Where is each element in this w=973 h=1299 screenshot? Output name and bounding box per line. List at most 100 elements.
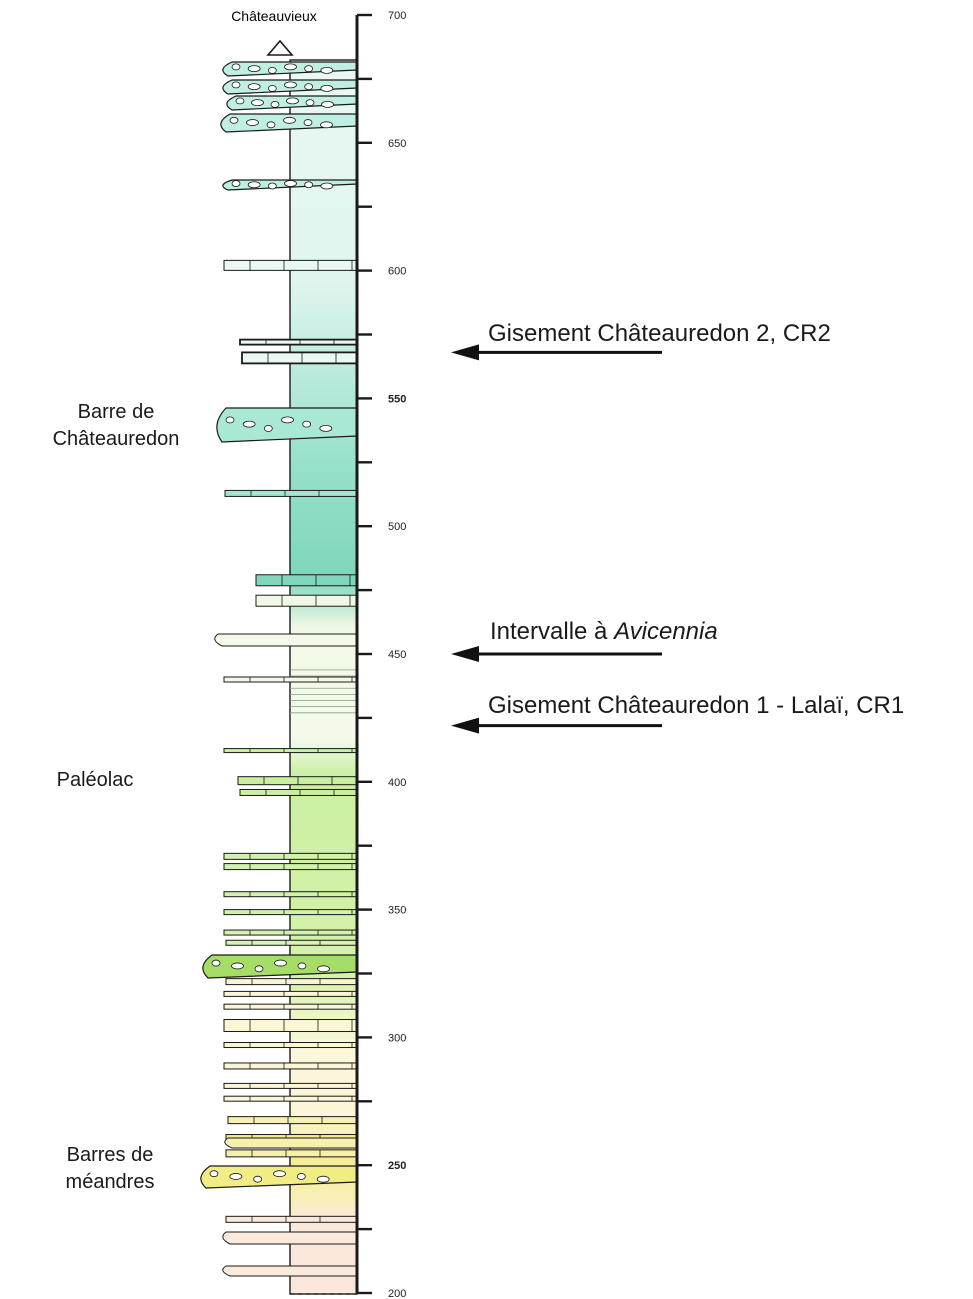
- cross-bedded-lens: [222, 1231, 358, 1245]
- bed-layer: [223, 852, 358, 860]
- pebble: [303, 119, 313, 126]
- pebble: [286, 97, 299, 105]
- pebble: [246, 119, 259, 126]
- scale-tick-label: 700: [388, 10, 406, 22]
- pebble: [316, 1175, 330, 1183]
- pebble: [320, 182, 334, 190]
- bed-layer: [239, 788, 358, 796]
- level-arrows: [451, 344, 662, 734]
- pebble: [284, 180, 297, 187]
- pebble: [284, 81, 297, 89]
- bed-layer: [223, 1019, 358, 1033]
- pebble: [304, 65, 314, 73]
- pebble: [266, 121, 276, 129]
- pebble: [270, 101, 280, 108]
- bed-layer: [225, 1149, 358, 1158]
- pebble: [209, 1170, 219, 1178]
- pebble: [321, 101, 334, 108]
- pebble: [231, 63, 241, 71]
- bed-layer: [225, 939, 358, 946]
- arrow-left-icon: [451, 717, 479, 734]
- pebble: [304, 181, 314, 189]
- pebble: [320, 85, 334, 92]
- pebble: [267, 85, 277, 92]
- scale-tick-label: 650: [388, 138, 406, 150]
- pebble: [281, 416, 294, 424]
- bed-layer: [223, 676, 358, 683]
- unit-label-line: Paléolac: [56, 769, 134, 791]
- bed-layer: [227, 1116, 358, 1125]
- pebble: [297, 962, 307, 970]
- arrow-label-avicennia: Intervalle à Avicennia: [490, 618, 718, 646]
- bed-layer: [223, 990, 358, 997]
- unit-label-line: Barre de: [77, 401, 155, 423]
- unit-label-barres-meandres: Barres de méandres: [0, 1142, 220, 1196]
- cross-bedded-lens: [224, 1137, 358, 1149]
- pebble: [229, 116, 239, 124]
- pebble: [320, 67, 334, 74]
- scale-tick-label: 250: [388, 1160, 406, 1172]
- bed-layer: [241, 351, 358, 365]
- pebble: [317, 965, 330, 973]
- pebble: [267, 67, 277, 74]
- scale-tick-label: 550: [388, 393, 406, 405]
- arrow-label-text: Gisement Châteauredon 1 - Lalaï, CR1: [488, 692, 905, 719]
- arrow-left-icon: [451, 646, 479, 662]
- pebble: [231, 180, 241, 187]
- arrow-label-cr1: Gisement Châteauredon 1 - Lalaï, CR1: [488, 692, 904, 720]
- arrow-label-text: Gisement Châteauredon 2, CR2: [488, 320, 831, 347]
- bed-layer: [255, 574, 358, 587]
- unit-label-line: Barres de: [66, 1144, 154, 1166]
- top-label: Châteauvieux: [231, 8, 317, 24]
- bed-layer: [237, 776, 358, 786]
- arrow-label-cr2: Gisement Châteauredon 2, CR2: [488, 320, 831, 348]
- pebble: [273, 1170, 286, 1178]
- bed-layer: [223, 1062, 358, 1070]
- scale-tick-label: 450: [388, 649, 406, 661]
- pebble: [247, 65, 261, 73]
- pebble: [267, 182, 277, 190]
- pebble: [305, 99, 315, 107]
- pebble: [284, 63, 297, 71]
- unit-label-paleolac: Paléolac: [0, 767, 190, 794]
- bed-layer: [223, 748, 358, 754]
- bed-layer: [225, 1215, 358, 1223]
- pebble: [211, 959, 221, 967]
- pebble: [283, 116, 296, 124]
- triangle-marker-icon: [266, 39, 294, 56]
- bed-layer: [223, 863, 358, 871]
- pebble: [225, 416, 235, 424]
- pebble: [231, 962, 244, 970]
- scale-tick-label: 400: [388, 777, 406, 789]
- pebble: [229, 1173, 243, 1180]
- pebble: [247, 83, 261, 91]
- pebble: [320, 121, 333, 129]
- scale-tick-label: 500: [388, 521, 406, 533]
- cross-bedded-lens: [214, 633, 358, 647]
- bed-layer: [223, 259, 358, 271]
- top-marker: Châteauvieux: [231, 8, 317, 56]
- conglomerate-lens: [202, 954, 358, 979]
- scale-tick-label: 200: [388, 1288, 406, 1299]
- bed-layer: [223, 929, 358, 936]
- pebble: [251, 99, 264, 107]
- unit-label-barre-chateauredon: Barre de Châteauredon: [6, 399, 226, 453]
- depth-scale: 200 250 300 350 400 450 500 550 600 650 700: [355, 10, 406, 1299]
- pebble: [304, 83, 314, 91]
- pebble: [274, 959, 287, 967]
- pebble: [263, 424, 273, 432]
- scale-tick-label: 600: [388, 266, 406, 278]
- scale-tick-label: 350: [388, 905, 406, 917]
- scale-tick-label: 300: [388, 1032, 406, 1044]
- pebble: [302, 420, 312, 428]
- arrow-label-text: Intervalle à: [490, 618, 615, 645]
- bed-layer: [223, 891, 358, 898]
- bed-layer: [223, 1082, 358, 1089]
- unit-label-line: méandres: [65, 1171, 155, 1193]
- unit-label-line: Châteauredon: [52, 428, 180, 450]
- pebble: [242, 420, 256, 428]
- pebble: [231, 81, 241, 89]
- conglomerate-lens: [216, 407, 358, 443]
- pebble: [254, 965, 264, 973]
